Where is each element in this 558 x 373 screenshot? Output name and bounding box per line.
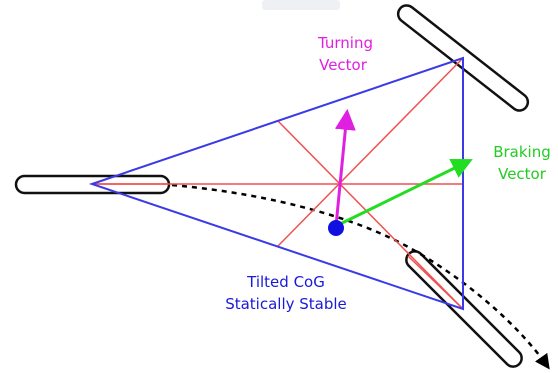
- center-of-gravity-dot: [328, 220, 344, 236]
- braking-vector-label: Braking Vector: [486, 141, 558, 185]
- braking-vector-arrow: [335, 158, 473, 228]
- braking-label-line2: Vector: [498, 165, 546, 183]
- cog-caption-line1: Tilted CoG: [247, 273, 325, 291]
- cog-caption-line2: Statically Stable: [225, 295, 347, 313]
- tilt-path-curve: [171, 183, 550, 370]
- median-front: [277, 57, 464, 247]
- turning-label-line1: Turning: [318, 34, 373, 52]
- turning-vector-label: Turning Vector: [318, 32, 373, 76]
- turning-vector-arrow: [334, 108, 356, 227]
- top-smudge: [262, 0, 340, 10]
- wheel-axis-rear: [407, 255, 464, 310]
- cog-caption: Tilted CoG Statically Stable: [198, 271, 374, 315]
- support-triangle: [88, 56, 464, 311]
- median-rear: [277, 120, 464, 310]
- braking-label-line1: Braking: [493, 143, 551, 161]
- turning-label-line2: Vector: [319, 56, 367, 74]
- construction-lines: [92, 57, 464, 310]
